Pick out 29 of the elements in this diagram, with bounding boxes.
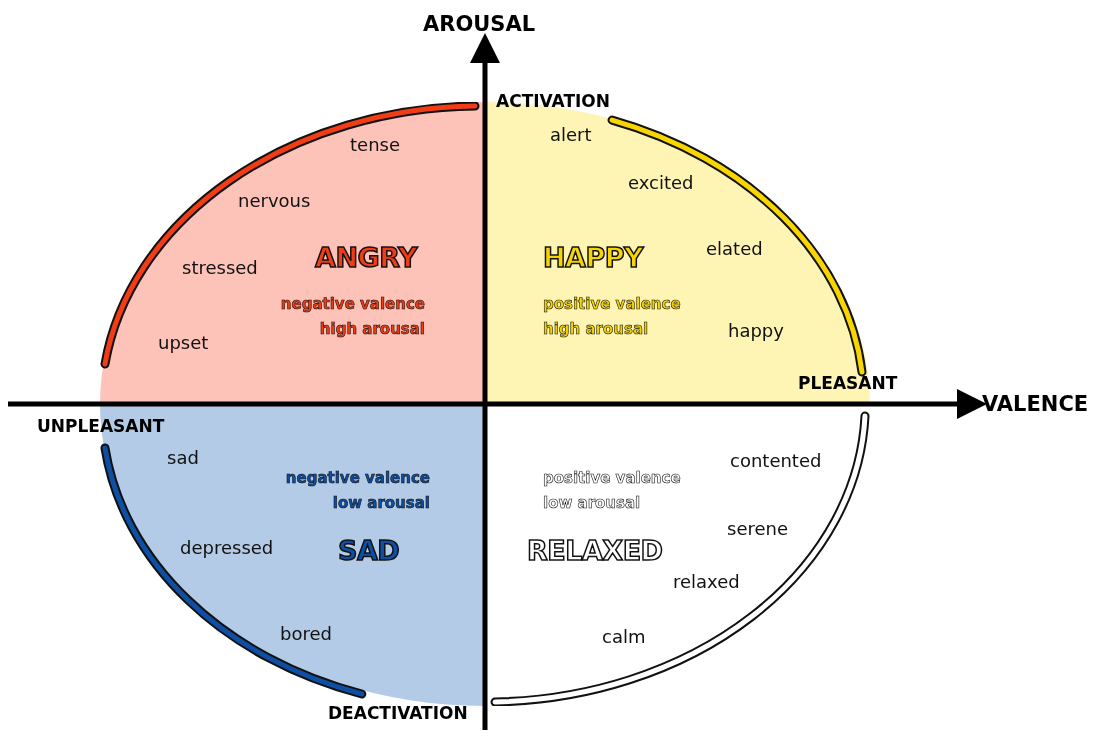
emotion-word: serene	[727, 518, 788, 539]
emotion-word: tense	[350, 134, 400, 155]
quadrant-description: negative valence high arousal	[279, 294, 425, 340]
axis-label: AROUSAL	[423, 12, 536, 36]
emotion-word: depressed	[180, 537, 274, 558]
pole-label: ACTIVATION	[496, 91, 610, 111]
emotion-word: relaxed	[673, 571, 740, 592]
emotion-word: upset	[158, 332, 209, 353]
emotion-word: happy	[728, 320, 784, 341]
pole-label: UNPLEASANT	[37, 416, 165, 436]
quadrant-heading: RELAXED	[527, 535, 663, 566]
quadrant-description: negative valence low arousal	[284, 468, 430, 514]
emotion-word: stressed	[182, 257, 258, 278]
pole-label: PLEASANT	[798, 373, 898, 393]
quadrant-heading: ANGRY	[315, 242, 418, 273]
emotion-word: alert	[550, 124, 592, 145]
emotion-word: bored	[280, 623, 332, 644]
emotion-word: elated	[706, 238, 763, 259]
emotion-word: excited	[628, 172, 694, 193]
quadrant-description: positive valence high arousal	[543, 294, 682, 340]
quadrant-description: positive valence low arousal	[543, 468, 682, 514]
quadrant-heading: HAPPY	[543, 242, 644, 273]
axis-label: VALENCE	[982, 392, 1089, 416]
pole-label: DEACTIVATION	[328, 703, 468, 723]
quadrant-heading: SAD	[338, 535, 400, 566]
emotion-word: nervous	[238, 190, 311, 211]
emotion-word: contented	[730, 450, 822, 471]
emotion-word: sad	[167, 447, 199, 468]
emotion-word: calm	[602, 626, 646, 647]
